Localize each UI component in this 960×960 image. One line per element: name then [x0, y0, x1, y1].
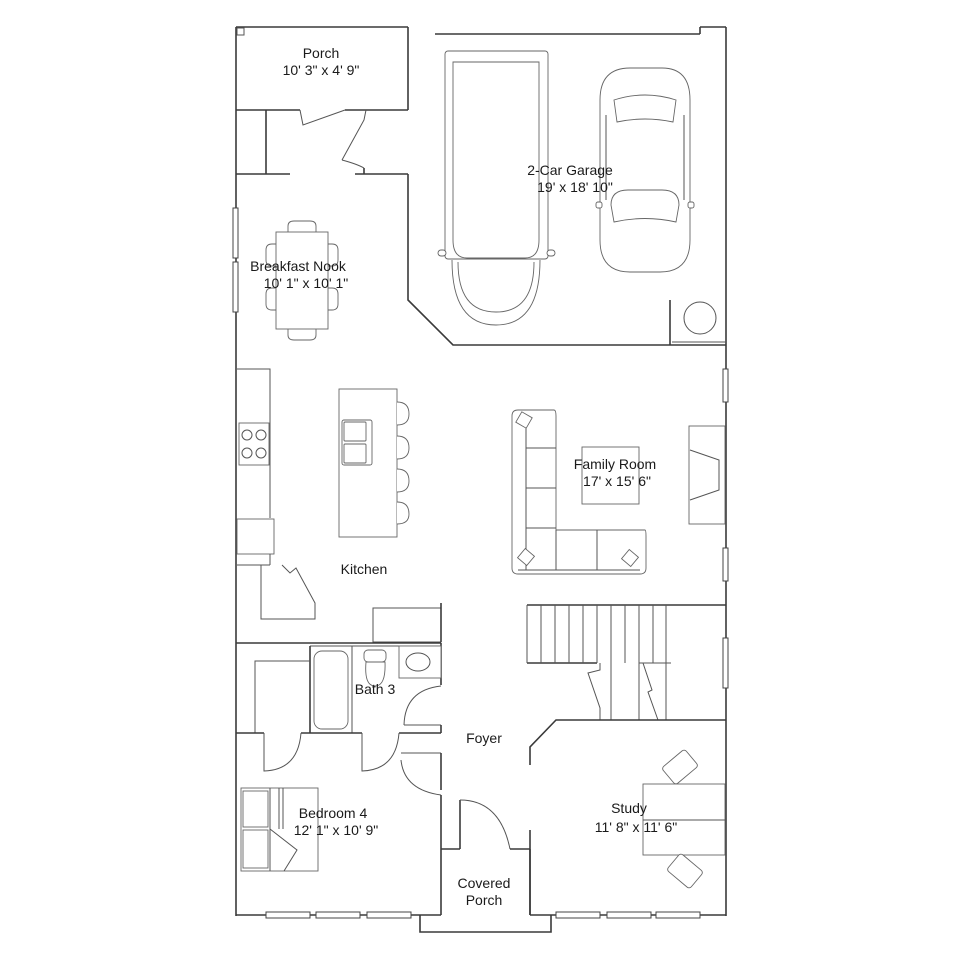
window — [265, 911, 311, 919]
room-dimensions-breakfast-nook: 10' 1" x 10' 1" — [264, 275, 349, 291]
toilet-icon — [363, 649, 387, 687]
sink-icon — [398, 645, 442, 679]
window — [232, 261, 239, 313]
kitchen-area — [236, 368, 442, 643]
garage-area — [407, 50, 726, 346]
room-name-covered-porch-line2: Porch — [466, 892, 503, 908]
room-name-foyer: Foyer — [466, 730, 502, 746]
bath-3-area — [236, 642, 442, 733]
corner-marker — [236, 27, 245, 36]
sectional-sofa-icon — [511, 409, 647, 575]
room-dimensions-bedroom-4: 12' 1" x 10' 9" — [294, 822, 379, 838]
window — [555, 911, 601, 919]
room-name-bedroom-4: Bedroom 4 — [299, 805, 368, 821]
room-name-bath-3: Bath 3 — [355, 681, 396, 697]
room-name-garage: 2-Car Garage — [527, 162, 613, 178]
room-dimensions-study: 11' 8" x 11' 6" — [595, 819, 678, 835]
truck-icon — [437, 50, 556, 326]
room-name-breakfast-nook: Breakfast Nook — [250, 258, 347, 274]
desk-icon — [642, 783, 726, 856]
dining-table-icon — [265, 220, 339, 341]
fireplace-icon — [688, 425, 726, 525]
room-name-porch: Porch — [303, 45, 340, 61]
room-name-study: Study — [611, 800, 647, 816]
bathtub-icon — [313, 650, 349, 730]
room-name-family-room: Family Room — [574, 456, 656, 472]
bedroom-4-area — [236, 732, 442, 919]
window — [366, 911, 412, 919]
cooktop-icon — [238, 422, 270, 466]
room-name-covered-porch: Covered — [458, 875, 511, 891]
room-dimensions-garage: 19' x 18' 10" — [537, 179, 613, 195]
porch-area — [236, 27, 409, 175]
armchair-icon — [667, 853, 703, 889]
coffee-table-icon — [581, 446, 640, 505]
breakfast-nook-area — [232, 207, 339, 341]
window — [722, 368, 729, 403]
room-name-kitchen: Kitchen — [341, 561, 388, 577]
room-dimensions-family-room: 17' x 15' 6" — [583, 473, 651, 489]
window — [722, 547, 729, 582]
armchair-icon — [662, 749, 698, 785]
bed-icon — [240, 787, 319, 872]
window — [606, 911, 652, 919]
family-room-area — [511, 368, 729, 689]
window — [655, 911, 701, 919]
study-area — [529, 719, 726, 919]
window — [315, 911, 361, 919]
kitchen-island-icon — [338, 388, 410, 538]
refrigerator-icon — [236, 518, 275, 555]
staircase-icon — [526, 604, 726, 721]
water-heater-icon — [683, 301, 717, 335]
car-icon — [595, 67, 695, 273]
room-labels: Porch 10' 3" x 4' 9" 2-Car Garage 19' x … — [250, 45, 677, 908]
room-dimensions-porch: 10' 3" x 4' 9" — [283, 62, 360, 78]
window — [722, 637, 729, 689]
window — [232, 207, 239, 259]
